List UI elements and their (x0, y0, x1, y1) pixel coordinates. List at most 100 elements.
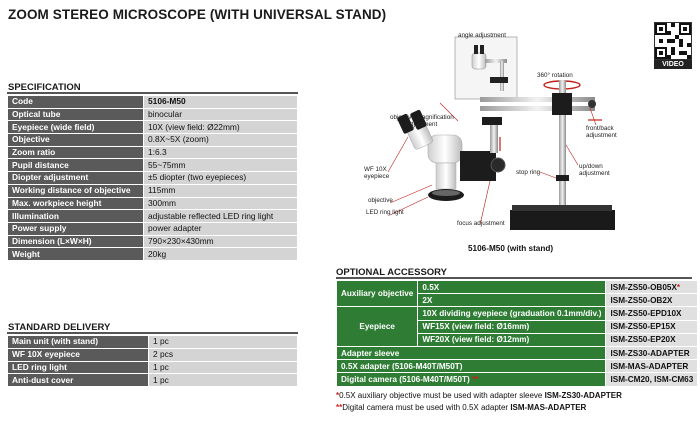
accessory-name: 10X dividing eyepiece (graduation 0.1mm/… (417, 306, 607, 321)
row-value: 1 pc (148, 373, 298, 388)
table-row: WF15X (view field: Ø16mm) ISM-ZS50-EP15X (337, 319, 699, 334)
group-auxiliary-objective: Auxiliary objective (335, 279, 419, 308)
optional-accessory-heading: OPTIONAL ACCESSORY (336, 267, 448, 278)
group-eyepiece: Eyepiece (335, 306, 419, 347)
optional-accessory-table: Auxiliary objective 0.5X ISM-ZS50-OB05X*… (335, 279, 699, 387)
video-badge[interactable]: VIDEO (654, 60, 692, 69)
table-row: Auxiliary objective 0.5X ISM-ZS50-OB05X* (335, 279, 699, 308)
section-divider (336, 277, 692, 279)
footnote-1: *0.5X auxiliary objective must be used w… (336, 391, 622, 400)
accessory-name: 2X (417, 293, 607, 308)
row-value: 20kg (143, 247, 298, 261)
accessory-name: 0.5X adapter (5106-M40T/M50T) (335, 359, 607, 374)
row-label: LED ring light (7, 360, 149, 375)
row-label: Objective (7, 133, 144, 147)
row-value: 2 pcs (148, 347, 298, 362)
table-row: 0.5X adapter (5106-M40T/M50T) ISM-MAS-AD… (335, 359, 699, 374)
accessory-code: ISM-ZS30-ADAPTER (605, 345, 699, 361)
label-led-ring-light: LED ring light (366, 209, 404, 216)
accessory-name: Adapter sleeve (335, 345, 607, 361)
standard-delivery-heading: STANDARD DELIVERY (8, 322, 111, 333)
row-value: 10X (view field: Ø22mm) (143, 120, 298, 135)
row-label: Optical tube (7, 107, 144, 122)
row-label: Main unit (with stand) (7, 335, 149, 349)
table-row: Adapter sleeve ISM-ZS30-ADAPTER (335, 345, 699, 361)
row-label: Power supply (7, 221, 144, 236)
table-row: Diopter adjustment±5 diopter (two eyepie… (7, 171, 298, 185)
row-value: power adapter (143, 221, 298, 236)
label-front-back: front/back adjustment (586, 125, 617, 139)
accessory-name: Digital camera (5106-M40T/M50T) ** (335, 372, 607, 387)
page-title: ZOOM STEREO MICROSCOPE (WITH UNIVERSAL S… (8, 7, 387, 22)
table-row: Dimension (L×W×H)790×230×430mm (7, 234, 298, 249)
table-row: Eyepiece (wide field)10X (view field: Ø2… (7, 120, 298, 135)
row-value: 790×230×430mm (143, 234, 298, 249)
accessory-code: ISM-MAS-ADAPTER (605, 359, 699, 374)
row-label: Dimension (L×W×H) (7, 234, 144, 249)
figure-caption: 5106-M50 (with stand) (468, 244, 554, 253)
label-up-down: up/down adjustment (579, 163, 610, 177)
footnote-star: * (676, 282, 681, 292)
row-label: Pupil distance (7, 158, 144, 173)
label-focus-adjustment: focus adjustment (457, 220, 505, 227)
accessory-name: WF15X (view field: Ø16mm) (417, 319, 607, 334)
row-label: Max. workpiece height (7, 196, 144, 211)
table-row: Eyepiece 10X dividing eyepiece (graduati… (335, 306, 699, 347)
row-value: binocular (143, 107, 298, 122)
row-label: Zoom ratio (7, 145, 144, 160)
accessory-code: ISM-ZS50-OB05X* (605, 279, 699, 295)
footnote-2: **Digital camera must be used with 0.5X … (336, 403, 587, 412)
accessory-code: ISM-ZS50-EP15X (605, 319, 699, 334)
row-label: Eyepiece (wide field) (7, 120, 144, 135)
label-wf-eyepiece: WF 10X eyepiece (364, 166, 390, 180)
row-value: 1:6.3 (143, 145, 298, 160)
label-objective: objective (368, 197, 393, 204)
row-value: 5106-M50 (143, 95, 298, 109)
table-row: Main unit (with stand)1 pc (7, 335, 298, 349)
specification-heading: SPECIFICATION (8, 82, 81, 93)
label-angle-adjustment: angle adjustment (458, 32, 506, 39)
footnote-double-star: ** (472, 374, 479, 384)
row-value: 1 pc (148, 360, 298, 375)
accessory-name: 0.5X (417, 279, 607, 295)
qr-code-icon[interactable] (654, 22, 692, 60)
table-row: 2X ISM-ZS50-OB2X (337, 293, 699, 308)
accessory-code: ISM-ZS50-EP20X (605, 332, 699, 347)
section-divider (7, 332, 298, 334)
row-label: Anti-dust cover (7, 373, 149, 388)
accessory-code: ISM-ZS50-EPD10X (605, 306, 699, 321)
row-label: WF 10X eyepiece (7, 347, 149, 362)
row-value: adjustable reflected LED ring light (143, 209, 298, 223)
row-value: 0.8X~5X (zoom) (143, 133, 298, 147)
table-row: WF20X (view field: Ø12mm) ISM-ZS50-EP20X (337, 332, 699, 347)
row-label: Illumination (7, 209, 144, 223)
label-stop-ring: stop ring (516, 169, 541, 176)
accessory-name: WF20X (view field: Ø12mm) (417, 332, 607, 347)
row-label: Weight (7, 247, 144, 261)
label-objective-magnification: objective magnification adjustment (390, 114, 454, 128)
row-value: 115mm (143, 183, 298, 198)
row-value: 300mm (143, 196, 298, 211)
accessory-code: ISM-CM20, ISM-CM63 (605, 372, 699, 387)
accessory-code: ISM-ZS50-OB2X (605, 293, 699, 308)
row-label: Diopter adjustment (7, 171, 144, 185)
label-360-rotation: 360° rotation (537, 72, 573, 79)
row-label: Code (7, 95, 144, 109)
microscope-illustration (340, 25, 640, 235)
row-value: 55~75mm (143, 158, 298, 173)
row-value: ±5 diopter (two eyepieces) (143, 171, 298, 185)
